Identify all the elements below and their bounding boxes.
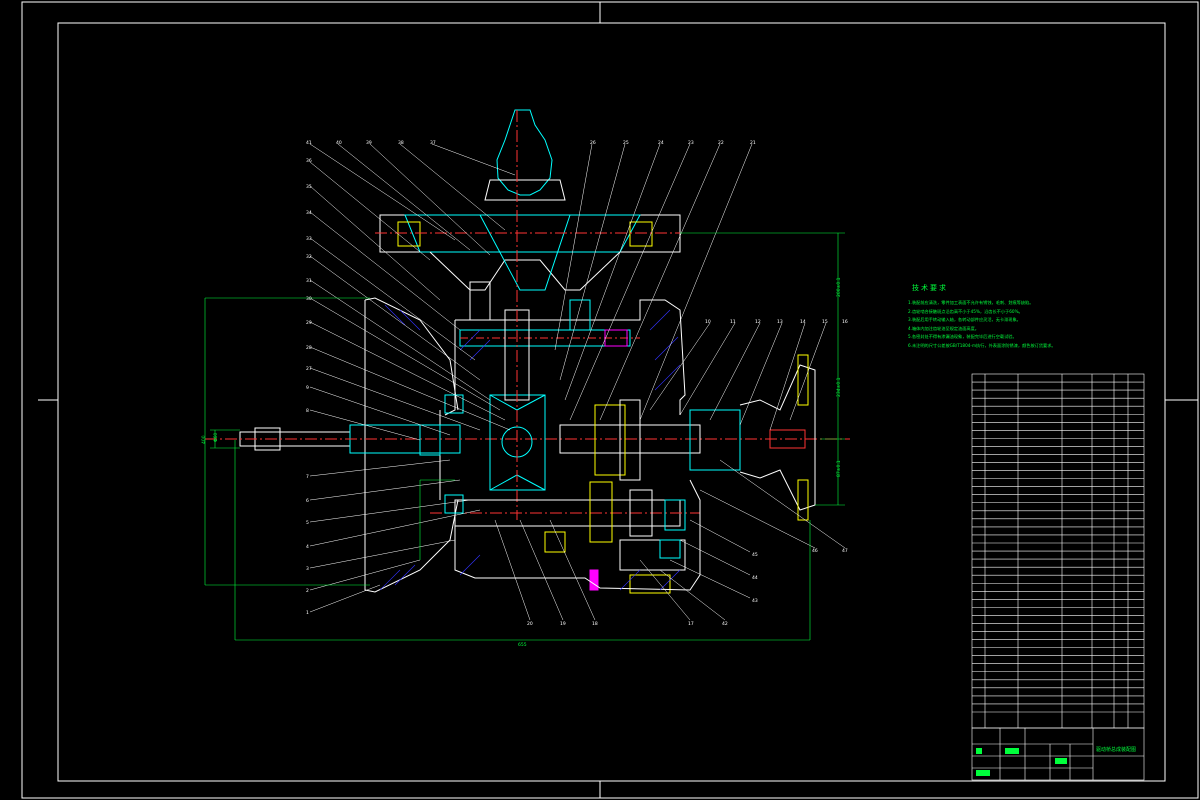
callout: 5 bbox=[306, 520, 309, 526]
dimension-right-mid: 234±0.1 bbox=[836, 377, 842, 397]
dimension-overall-length: 655 bbox=[518, 642, 527, 648]
inner-border bbox=[57, 22, 1166, 782]
callout: 3 bbox=[306, 566, 309, 572]
outer-border bbox=[21, 1, 1199, 799]
tech-note-line: 6.未注明的尺寸公差按GB/T1804-m执行，外表面涂防锈漆，颜色按订货要求。 bbox=[908, 342, 1056, 348]
technical-requirements: 技术要求 1.装配前应清洗，零件加工表面不允许有锈蚀，毛刺、划痕等缺陷。 2.齿… bbox=[908, 283, 1168, 350]
callout: 24 bbox=[658, 140, 664, 146]
callout: 15 bbox=[822, 319, 828, 325]
dimension-right-upper: 200±0.1 bbox=[836, 277, 842, 297]
callout: 16 bbox=[842, 319, 848, 325]
tech-note-line: 3.装配后用手转动输入轴，各转动部件应灵活，无卡滞现象。 bbox=[908, 317, 1021, 322]
callout: 37 bbox=[430, 140, 436, 146]
callout: 17 bbox=[688, 621, 694, 627]
callout: 32 bbox=[306, 254, 312, 260]
callout: 29 bbox=[306, 320, 312, 326]
callout: 30 bbox=[306, 296, 312, 302]
callout: 1 bbox=[306, 610, 309, 616]
title-block bbox=[971, 727, 1145, 781]
callout: 31 bbox=[306, 278, 312, 284]
callout: 10 bbox=[705, 319, 711, 325]
gearbox-assembly: 41 40 39 38 37 36 35 34 33 32 31 30 29 2… bbox=[201, 109, 850, 648]
callout: 44 bbox=[752, 575, 758, 581]
callout: 9 bbox=[306, 385, 309, 391]
technical-requirements-title: 技术要求 bbox=[912, 284, 948, 292]
callout: 6 bbox=[306, 498, 309, 504]
parts-list-table bbox=[971, 373, 1145, 729]
callout: 22 bbox=[718, 140, 724, 146]
callout: 11 bbox=[730, 319, 736, 325]
callout: 43 bbox=[752, 598, 758, 604]
callout: 18 bbox=[592, 621, 598, 627]
callout: 13 bbox=[777, 319, 783, 325]
callout: 4 bbox=[306, 544, 309, 550]
drawing-name: 驱动桥总成装配图 bbox=[1096, 747, 1137, 753]
callout: 36 bbox=[306, 158, 312, 164]
dimension-shaft-dia: Φ60 bbox=[213, 433, 219, 442]
callout: 40 bbox=[336, 140, 342, 146]
callout: 41 bbox=[306, 140, 312, 146]
callout: 8 bbox=[306, 408, 309, 414]
callout: 2 bbox=[306, 588, 309, 594]
tech-note-line: 4.箱体内加注齿轮油至规定油面高度。 bbox=[908, 325, 979, 331]
callout: 35 bbox=[306, 184, 312, 190]
callout: 39 bbox=[366, 140, 372, 146]
tech-note-line: 2.齿轮啮合接触斑点沿齿高不小于45%，沿齿长不小于60%。 bbox=[908, 308, 1023, 314]
callout: 14 bbox=[800, 319, 806, 325]
callout: 34 bbox=[306, 210, 312, 216]
callout: 28 bbox=[306, 345, 312, 351]
callout: 26 bbox=[590, 140, 596, 146]
dimension-left-height: 400 bbox=[201, 435, 207, 444]
callout: 19 bbox=[560, 621, 566, 627]
callout: 33 bbox=[306, 236, 312, 242]
callout: 7 bbox=[306, 474, 309, 480]
callout: 46 bbox=[812, 548, 818, 554]
callout: 25 bbox=[623, 140, 629, 146]
callout: 12 bbox=[755, 319, 761, 325]
callout: 20 bbox=[527, 621, 533, 627]
callout: 45 bbox=[752, 552, 758, 558]
callout: 21 bbox=[750, 140, 756, 146]
callout: 42 bbox=[722, 621, 728, 627]
callout: 23 bbox=[688, 140, 694, 146]
dimension-right-lower: 87±0.1 bbox=[836, 460, 842, 477]
callout: 47 bbox=[842, 548, 848, 554]
callout: 27 bbox=[306, 366, 312, 372]
tech-note-line: 5.各密封处不得有渗漏油现象，装配完毕后进行空载试验。 bbox=[908, 334, 1017, 339]
callout: 38 bbox=[398, 140, 404, 146]
tech-note-line: 1.装配前应清洗，零件加工表面不允许有锈蚀，毛刺、划痕等缺陷。 bbox=[908, 300, 1034, 305]
